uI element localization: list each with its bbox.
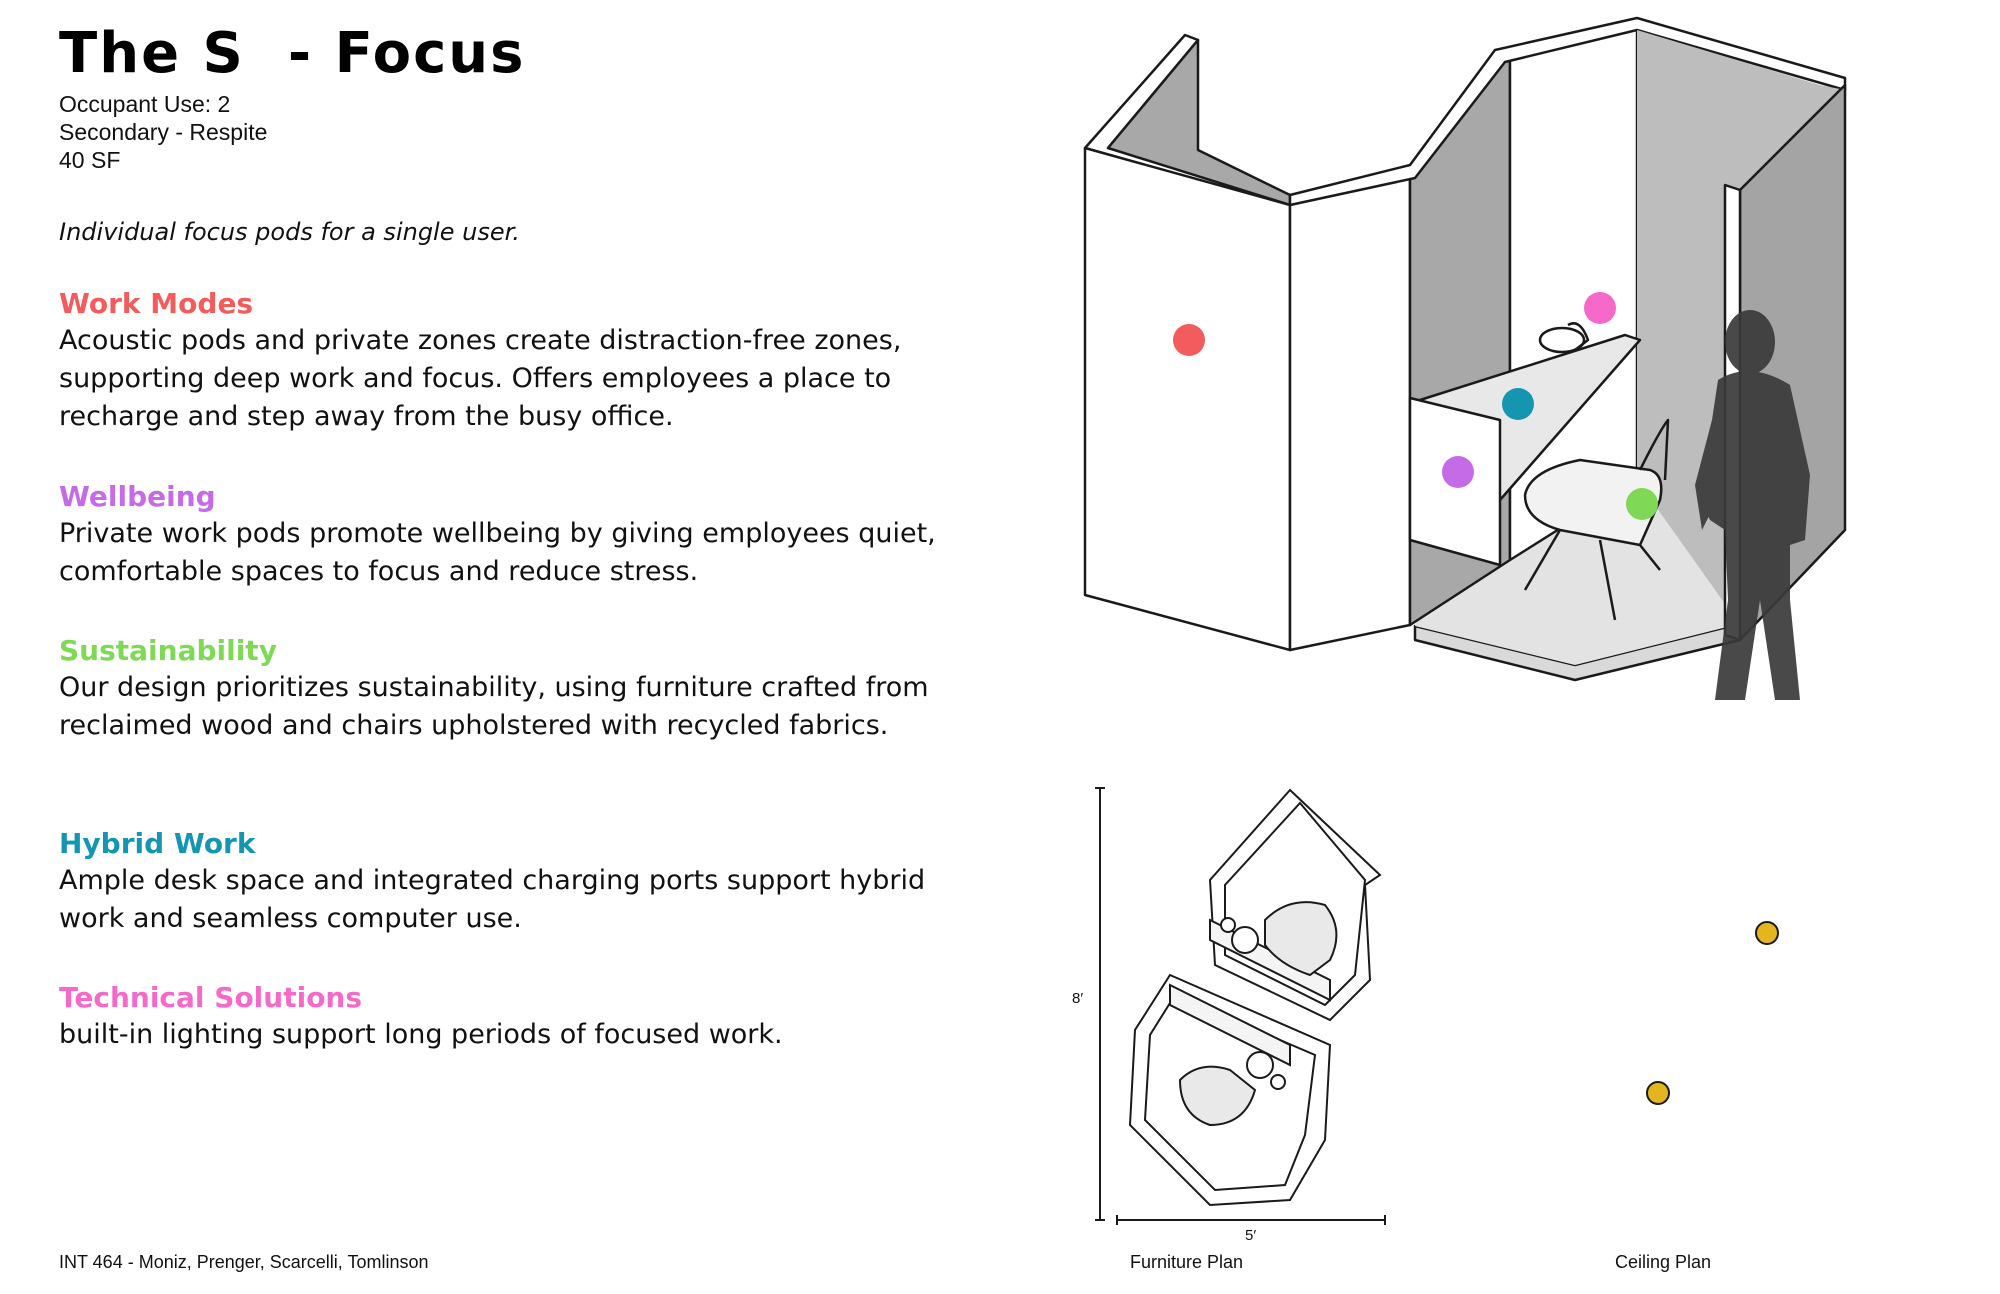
section-technical-solutions: Technical Solutions built-in lighting su… xyxy=(59,980,939,1054)
section-body: Ample desk space and integrated charging… xyxy=(59,865,926,934)
occupant-use: Occupant Use: 2 xyxy=(59,91,231,117)
wellbeing-marker xyxy=(1442,456,1474,488)
section-hybrid-work: Hybrid Work Ample desk space and integra… xyxy=(59,826,939,938)
chair xyxy=(1523,458,1663,547)
space-category: Secondary - Respite xyxy=(59,119,268,145)
plan-chair-bottom xyxy=(1178,1065,1257,1127)
pod-specs: Occupant Use: 2 Secondary - Respite 40 S… xyxy=(59,90,267,174)
section-body: Our design prioritizes sustainability, u… xyxy=(59,672,929,741)
hybrid-work-marker xyxy=(1502,388,1534,420)
section-body: Private work pods promote wellbeing by g… xyxy=(59,518,936,587)
section-body: built-in lighting support long periods o… xyxy=(59,1019,783,1050)
person-silhouette xyxy=(1695,310,1810,700)
section-heading: Work Modes xyxy=(59,287,254,320)
ceiling-plan-caption: Ceiling Plan xyxy=(1615,1252,1712,1272)
ceiling-light-icon xyxy=(1755,921,1779,945)
page-title: The S - Focus xyxy=(59,21,526,86)
section-heading: Technical Solutions xyxy=(59,981,363,1014)
section-sustainability: Sustainability Our design prioritizes su… xyxy=(59,633,939,745)
work-modes-marker xyxy=(1173,324,1205,356)
section-heading: Wellbeing xyxy=(59,480,216,513)
section-work-modes: Work Modes Acoustic pods and private zon… xyxy=(59,286,939,436)
width-dimension-label: 5′ xyxy=(1245,1227,1257,1244)
furniture-plan-caption: Furniture Plan xyxy=(1130,1252,1244,1272)
section-heading: Hybrid Work xyxy=(59,827,256,860)
section-body: Acoustic pods and private zones create d… xyxy=(59,325,902,432)
plan-chair-top xyxy=(1264,901,1338,977)
height-dimension-label: 8′ xyxy=(1072,990,1084,1007)
section-wellbeing: Wellbeing Private work pods promote well… xyxy=(59,479,939,591)
desk-lamp xyxy=(1538,326,1586,354)
section-heading: Sustainability xyxy=(59,634,277,667)
ceiling-light-icon xyxy=(1646,1081,1670,1105)
sustainability-marker xyxy=(1626,488,1658,520)
technical-solutions-marker xyxy=(1584,292,1616,324)
footer-credits: INT 464 - Moniz, Prenger, Scarcelli, Tom… xyxy=(59,1252,429,1272)
tagline: Individual focus pods for a single user. xyxy=(59,218,520,246)
space-area: 40 SF xyxy=(59,147,121,173)
